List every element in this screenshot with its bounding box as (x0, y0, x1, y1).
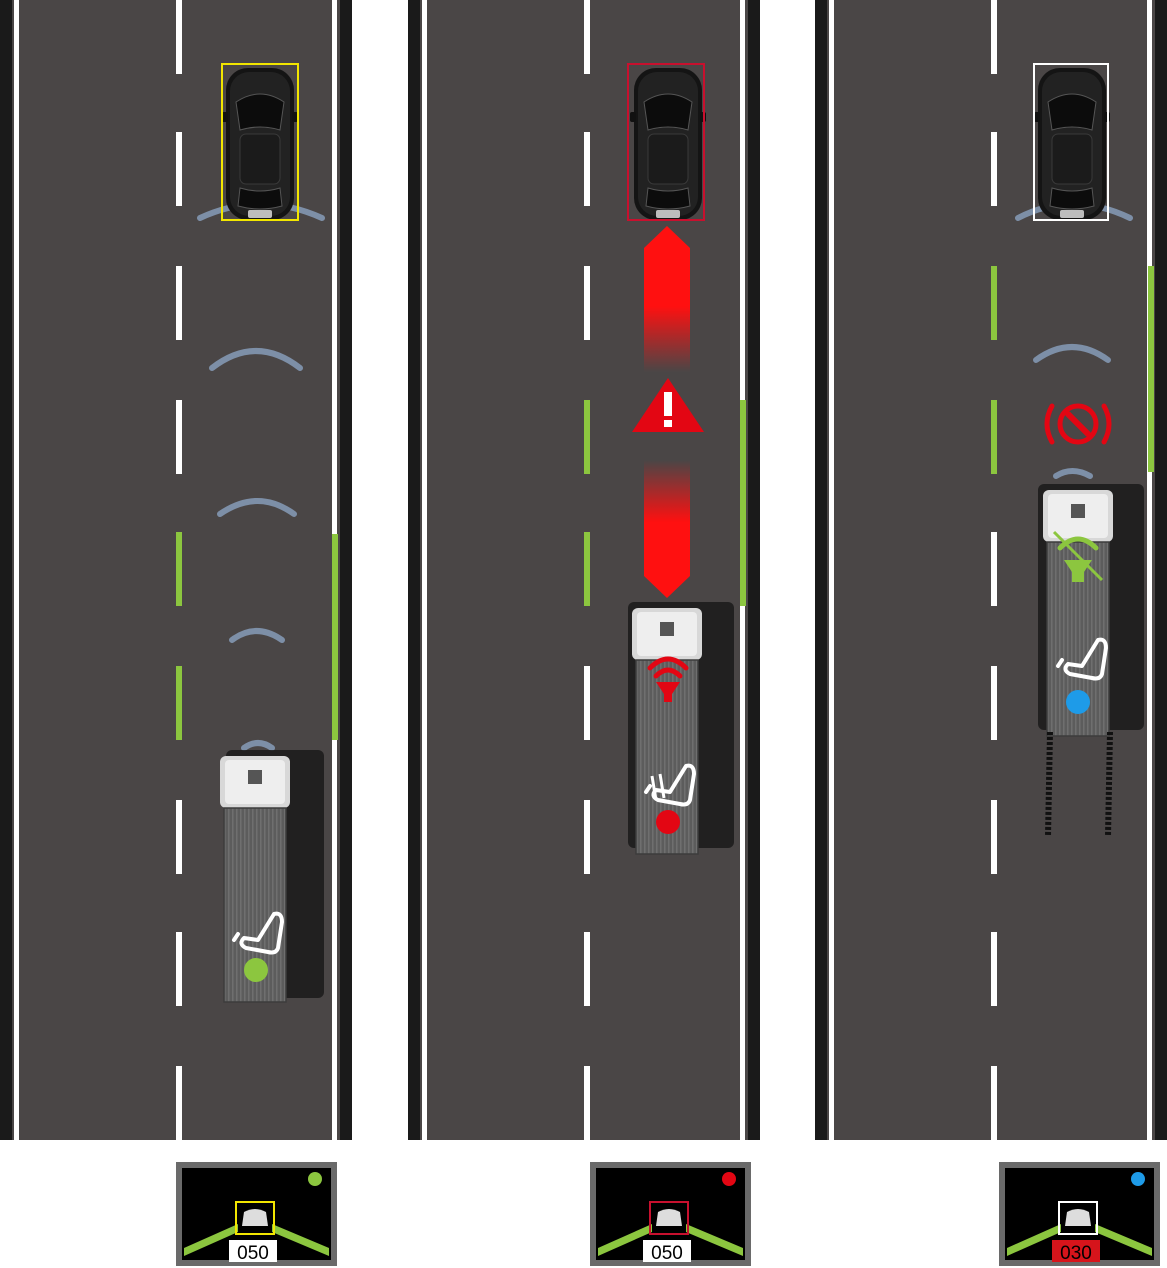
dashboard-display-2: 050 (590, 1162, 751, 1266)
dashboard-display-1: 050 (176, 1162, 337, 1266)
lane-keep-edge-green (740, 400, 746, 606)
target-frame-yellow (235, 1201, 275, 1235)
lane-keep-edge-green (1148, 266, 1154, 472)
status-dot-icon (1131, 1172, 1145, 1186)
distance-arrow-up (644, 226, 690, 372)
road-edge-right (1155, 0, 1167, 1140)
emergency-brake-icon (1044, 403, 1112, 445)
status-dot-icon (244, 958, 268, 982)
panel-emergency-brake (815, 0, 1167, 1140)
radar-off-icon (1052, 530, 1104, 582)
panel-follow (0, 0, 352, 1140)
status-dot-icon (1066, 690, 1090, 714)
status-dot-icon (308, 1172, 322, 1186)
status-dot-icon (722, 1172, 736, 1186)
dashboard-display-3: 030 (999, 1162, 1160, 1266)
target-frame-yellow (221, 63, 299, 221)
seat-heat-lines (650, 773, 666, 801)
car-icon (1065, 1209, 1091, 1226)
edge-line-left (829, 0, 834, 1140)
edge-line-right (1147, 0, 1152, 1140)
lane-divider (991, 0, 997, 1140)
road-edge-left (408, 0, 420, 1140)
panel-warning (408, 0, 760, 1140)
radar-icon (647, 656, 689, 702)
lane-divider (584, 0, 590, 1140)
speed-display-bg (229, 1240, 277, 1262)
edge-line-left (422, 0, 427, 1140)
car-icon (221, 67, 299, 221)
car-icon (1033, 67, 1111, 221)
road-edge-left (815, 0, 827, 1140)
target-frame-red (649, 1201, 689, 1235)
car-icon (656, 1209, 682, 1226)
skid-marks (1045, 731, 1113, 837)
speed-display-bg (643, 1240, 691, 1262)
road-edge-right (748, 0, 760, 1140)
speed-display: 050 (651, 1243, 683, 1264)
lane-divider (176, 0, 182, 1140)
edge-line-left (14, 0, 19, 1140)
road-edge-right (340, 0, 352, 1140)
status-dot-icon (656, 810, 680, 834)
car-icon (629, 67, 707, 221)
collision-warning-icon (632, 378, 704, 432)
speed-display: 050 (237, 1243, 269, 1264)
car-icon (242, 1209, 268, 1226)
target-frame-red (627, 63, 705, 221)
lane-keep-edge-green (332, 534, 338, 740)
target-frame-white (1033, 63, 1109, 221)
target-frame-white (1058, 1201, 1098, 1235)
speed-display-bg (1052, 1240, 1100, 1262)
distance-arrow-down (644, 460, 690, 598)
road-edge-left (0, 0, 12, 1140)
speed-display: 030 (1060, 1243, 1092, 1264)
